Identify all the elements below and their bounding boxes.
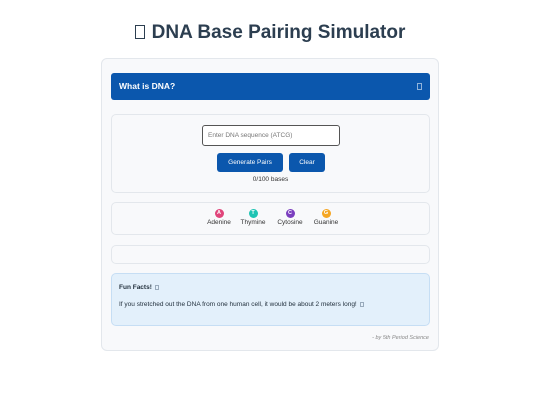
pairs-output [111,245,430,264]
cytosine-icon: C [285,209,295,218]
legend-item-cytosine: C Cytosine [274,209,306,226]
generate-pairs-button[interactable]: Generate Pairs [217,153,283,172]
guanine-icon: G [321,209,331,218]
page-title-text: DNA Base Pairing Simulator [151,22,406,43]
banner-label: What is DNA? [119,81,176,91]
legend-item-guanine: G Guanine [311,209,341,226]
fun-facts-heading: Fun Facts! [119,284,159,291]
page-title: DNA Base Pairing Simulator [0,22,540,44]
fun-fact-body: If you stretched out the DNA from one hu… [119,301,357,308]
legend-label: Adenine [207,219,231,226]
what-is-dna-toggle[interactable]: What is DNA? [111,73,430,100]
emoji-icon [359,302,364,307]
legend-label: Cytosine [277,219,303,226]
adenine-icon: A [214,209,224,218]
thymine-icon: T [248,209,258,218]
base-count: 0/100 bases [252,176,289,183]
fun-fact-text: If you stretched out the DNA from one hu… [119,301,364,308]
input-panel: Generate Pairs Clear 0/100 bases [111,114,430,193]
legend-item-adenine: A Adenine [204,209,234,226]
legend-label: Thymine [240,219,266,226]
legend-item-thymine: T Thymine [238,209,268,226]
simulator-card: What is DNA? Generate Pairs Clear 0/100 … [101,58,439,351]
clear-button[interactable]: Clear [289,153,325,172]
legend-label: Guanine [313,219,339,226]
fun-facts-box: Fun Facts! If you stretched out the DNA … [111,273,430,326]
sparkle-icon [154,285,159,290]
dna-icon [134,25,145,39]
credit-text: - by 5th Period Science [372,335,429,341]
sequence-input[interactable] [202,125,340,146]
chevron-icon [417,83,422,90]
legend-panel: A Adenine T Thymine C Cytosine G Guanine [111,202,430,235]
fun-facts-heading-text: Fun Facts! [119,284,152,291]
